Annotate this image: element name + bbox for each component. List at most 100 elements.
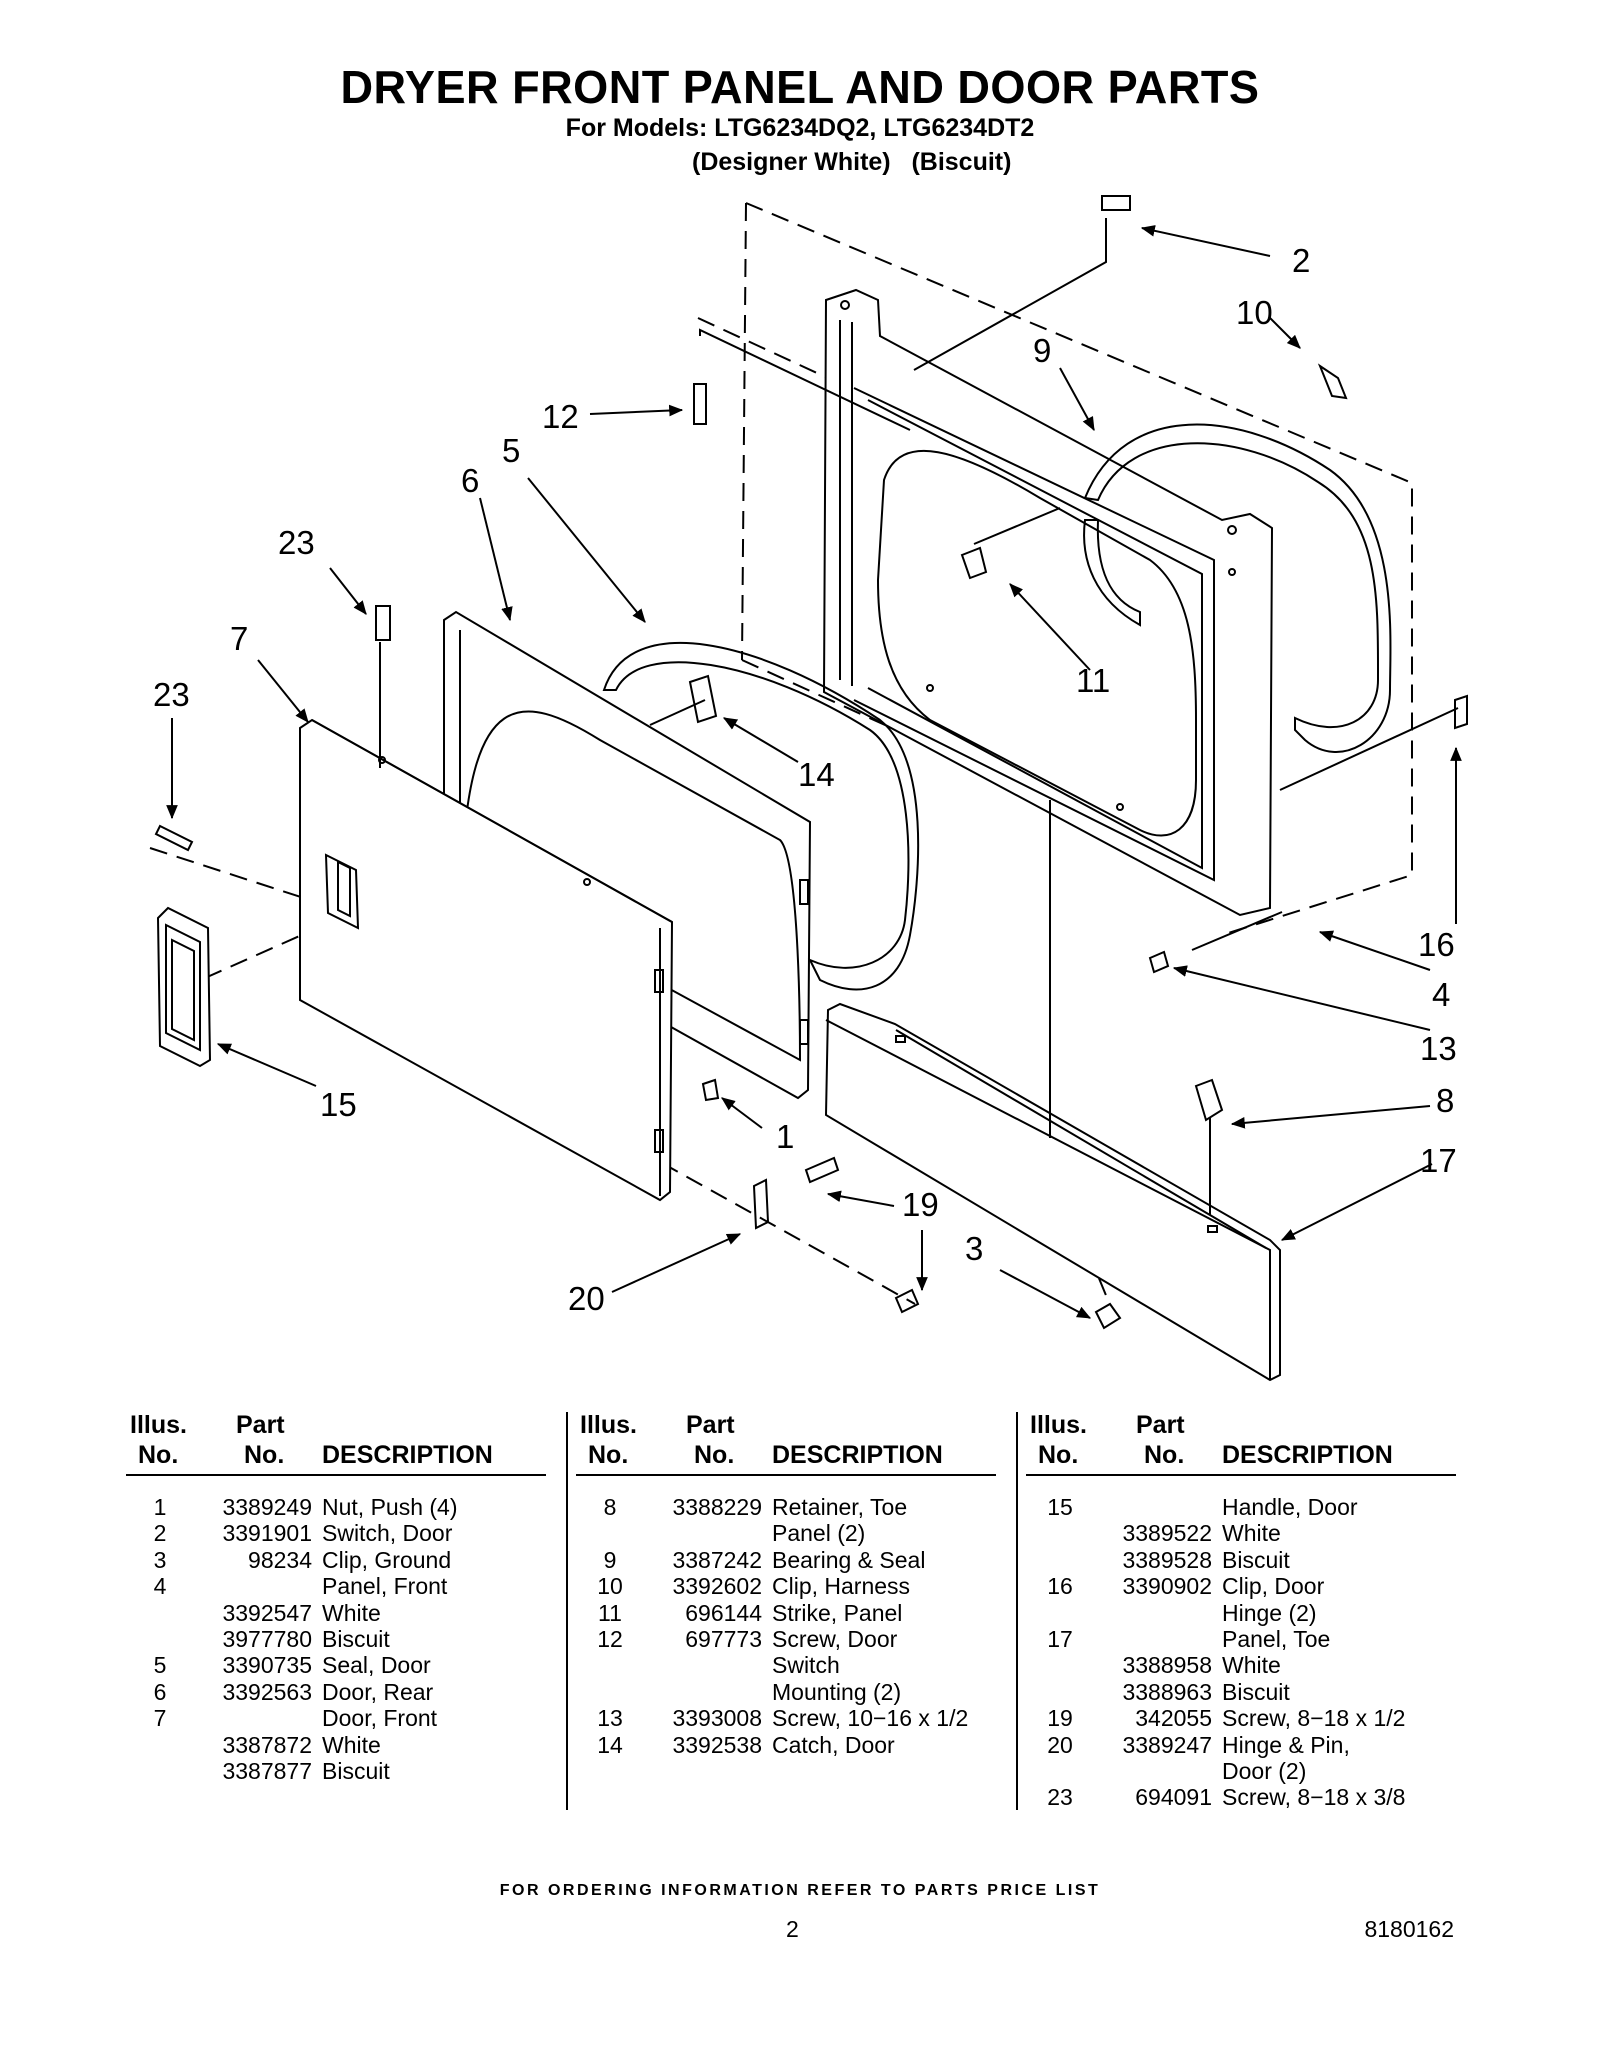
part-number-cell: 342055 [1135,1705,1212,1732]
callout-5: 5 [502,432,520,469]
description-cell: Screw, 8−18 x 1/2 [1222,1705,1406,1732]
description-cell: Clip, Harness [772,1573,911,1600]
part-number-cell: 3387877 [222,1757,312,1784]
door-handle-part [156,906,212,1068]
part-number-cell: 694091 [1135,1784,1212,1811]
part-number-cell: 3389249 [222,1494,312,1520]
part-number-cell: 3389528 [1122,1546,1212,1573]
description-cell: Door, Front [322,1705,438,1732]
table-row: 7 Door, Front [126,1705,546,1731]
part-number-cell: 3391901 [222,1520,312,1547]
description-cell: Catch, Door [772,1731,895,1758]
header-description: DESCRIPTION [1222,1441,1393,1469]
header-illus-no: No. [138,1441,179,1469]
table-header: Illus. No. Part No. DESCRIPTION [1026,1410,1456,1476]
callout-15: 15 [320,1086,357,1123]
callout-12: 12 [542,398,579,435]
table-row: Mounting (2) [576,1679,996,1705]
illus-cell: 6 [153,1678,167,1705]
description-cell: Clip, Ground [322,1546,452,1573]
description-cell: Panel, Toe [1222,1625,1331,1652]
description-cell: Biscuit [322,1757,390,1784]
hinge-pin-part [752,1178,770,1230]
callout-labels: 2 10 9 12 5 6 23 7 23 11 14 16 4 13 8 17… [153,242,1457,1317]
description-cell: Screw, Door [772,1625,898,1652]
part-number-cell: 3390902 [1122,1573,1212,1600]
toe-retainer-part [1194,1078,1224,1122]
description-cell: White [322,1599,381,1626]
illus-cell: 17 [1047,1625,1073,1652]
harness-clip-part [1317,363,1348,400]
part-number-cell: 3387872 [222,1731,312,1758]
part-number-cell: 3393008 [672,1705,762,1732]
description-cell: Strike, Panel [772,1599,903,1626]
illus-cell: 11 [598,1599,622,1626]
table-row: 3 98234 Clip, Ground [126,1547,546,1573]
part-number-cell: 3390735 [222,1652,312,1679]
door-switch-part [1101,195,1131,211]
description-cell: Biscuit [1222,1678,1290,1705]
callout-4: 4 [1432,976,1450,1013]
callout-20: 20 [568,1280,605,1317]
illus-cell: 7 [153,1705,167,1732]
description-cell: Biscuit [322,1625,390,1652]
front-panel-part [822,288,1274,917]
header-part: Part [686,1411,735,1439]
table-row: 3387877 Biscuit [126,1758,546,1784]
part-number-cell: 3389247 [1122,1731,1212,1758]
illus-cell: 15 [1047,1494,1073,1520]
table-row: Door (2) [1026,1758,1456,1784]
document-number: 8180162 [1364,1916,1454,1942]
callout-10: 10 [1236,294,1273,331]
table-row: Switch [576,1652,996,1678]
description-cell: White [1222,1652,1281,1679]
part-number-cell: 3389522 [1122,1520,1212,1547]
page-title: DRYER FRONT PANEL AND DOOR PARTS [340,61,1260,113]
page-number: 2 [786,1916,799,1942]
description-cell: Hinge & Pin, [1222,1731,1350,1758]
callout-arrows [166,225,1462,1319]
illus-cell: 12 [597,1625,623,1652]
bearing-seal-part [1083,423,1392,753]
illus-cell: 5 [153,1652,167,1679]
description-cell: Nut, Push (4) [322,1494,458,1520]
header-illus-no: No. [588,1441,629,1469]
table-row: 11 696144 Strike, Panel [576,1600,996,1626]
door-seal-part [602,641,920,991]
table-row: Panel (2) [576,1520,996,1546]
ordering-note: FOR ORDERING INFORMATION REFER TO PARTS … [499,1882,1101,1899]
illus-cell: 4 [153,1573,167,1600]
illus-cell: 1 [153,1494,167,1520]
illus-cell: 3 [153,1546,167,1573]
callout-3: 3 [965,1230,983,1267]
part-number-cell: 696144 [685,1599,762,1626]
ground-clip-part [1094,1302,1122,1330]
callout-7: 7 [230,620,248,657]
part-number-cell: 3387242 [672,1546,762,1573]
description-cell: Door (2) [1222,1757,1307,1784]
table-row: 1 3389249 Nut, Push (4) [126,1494,546,1520]
part-number-cell: 3392563 [222,1678,312,1705]
header-part-no: No. [244,1441,285,1469]
callout-17: 17 [1420,1142,1457,1179]
panel-strike-part [960,546,988,580]
part-number-cell: 3388229 [672,1494,762,1520]
callout-11: 11 [1076,662,1110,699]
callout-9: 9 [1033,332,1051,369]
callout-14: 14 [798,756,835,793]
description-cell: Retainer, Toe [772,1494,908,1520]
part-number-cell: 98234 [248,1546,312,1573]
description-cell: Switch, Door [322,1520,453,1547]
header-illus: Illus. [130,1411,187,1439]
callout-2: 2 [1292,242,1310,279]
